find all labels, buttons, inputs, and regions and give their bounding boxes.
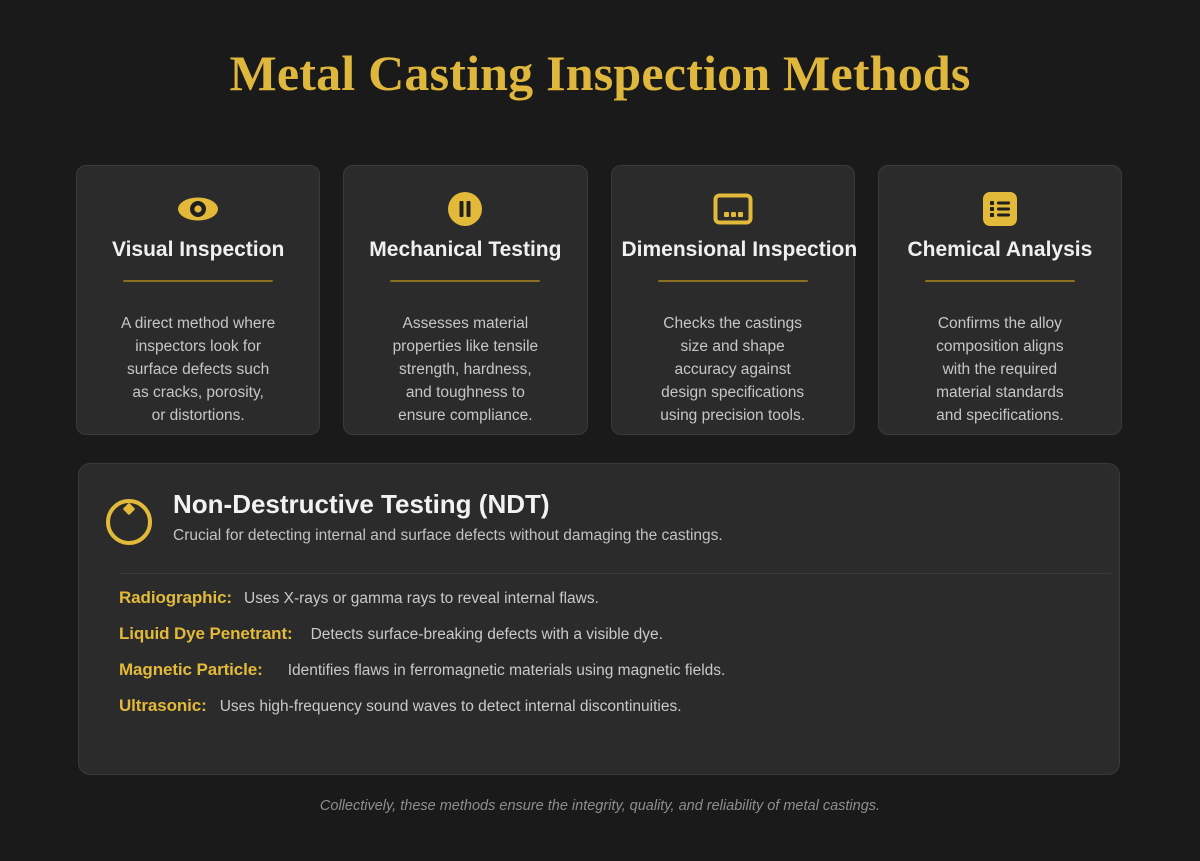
ndt-method-label: Radiographic: <box>119 588 232 607</box>
card-title: Dimensional Inspection <box>621 238 858 261</box>
radar-circle-icon <box>103 494 155 551</box>
method-card-visual-inspection[interactable]: Visual Inspection A direct method where … <box>76 165 321 435</box>
card-body: Checks the castings size and shape accur… <box>660 315 805 424</box>
card-title: Mechanical Testing <box>369 238 562 261</box>
method-card-row: Visual Inspection A direct method where … <box>76 165 1122 435</box>
ndt-method-description: Detects surface-breaking defects with a … <box>310 626 663 643</box>
ndt-method-description: Identifies flaws in ferromagnetic materi… <box>287 662 726 679</box>
card-divider <box>123 280 274 282</box>
ndt-method-label: Magnetic Particle: <box>119 660 263 679</box>
method-card-mechanical-testing[interactable]: Mechanical Testing Assesses material pro… <box>343 165 588 435</box>
eye-icon <box>87 188 309 230</box>
card-body: Assesses material properties like tensil… <box>392 315 539 424</box>
card-divider <box>657 280 808 282</box>
card-divider <box>924 280 1075 282</box>
ndt-method-description: Uses high-frequency sound waves to detec… <box>219 698 682 715</box>
ndt-panel: Non-Destructive Testing (NDT) Crucial fo… <box>78 463 1120 775</box>
list-item[interactable]: Radiographic: Uses X-rays or gamma rays … <box>119 588 1091 608</box>
ndt-subtitle: Crucial for detecting internal and surfa… <box>173 527 723 544</box>
ndt-header: Non-Destructive Testing (NDT) Crucial fo… <box>103 488 1091 551</box>
ndt-text-block: Non-Destructive Testing (NDT) Crucial fo… <box>173 488 723 546</box>
card-body: Confirms the alloy composition aligns wi… <box>936 315 1064 424</box>
ndt-method-label: Liquid Dye Penetrant: <box>119 624 293 643</box>
ndt-method-label: Ultrasonic: <box>119 696 207 715</box>
list-item[interactable]: Magnetic Particle: Identifies flaws in f… <box>119 660 1091 680</box>
list-icon <box>889 188 1111 230</box>
list-item[interactable]: Liquid Dye Penetrant: Detects surface-br… <box>119 624 1091 644</box>
ndt-divider <box>120 573 1111 574</box>
card-body: A direct method where inspectors look fo… <box>121 315 276 424</box>
pause-circle-icon <box>354 188 576 230</box>
method-card-dimensional-inspection[interactable]: Dimensional Inspection Checks the castin… <box>610 165 858 435</box>
card-title: Chemical Analysis <box>907 238 1093 261</box>
list-item[interactable]: Ultrasonic: Uses high-frequency sound wa… <box>119 696 1091 716</box>
page-title: Metal Casting Inspection Methods <box>229 45 971 101</box>
ndt-heading: Non-Destructive Testing (NDT) <box>173 489 550 519</box>
footer-note: Collectively, these methods ensure the i… <box>319 798 881 814</box>
ndt-method-description: Uses X-rays or gamma rays to reveal inte… <box>244 590 599 607</box>
method-card-chemical-analysis[interactable]: Chemical Analysis Confirms the alloy com… <box>877 165 1122 435</box>
card-title: Visual Inspection <box>111 238 285 261</box>
measure-frame-icon <box>622 188 844 230</box>
card-divider <box>390 280 541 282</box>
ndt-method-list: Radiographic: Uses X-rays or gamma rays … <box>103 588 1091 716</box>
